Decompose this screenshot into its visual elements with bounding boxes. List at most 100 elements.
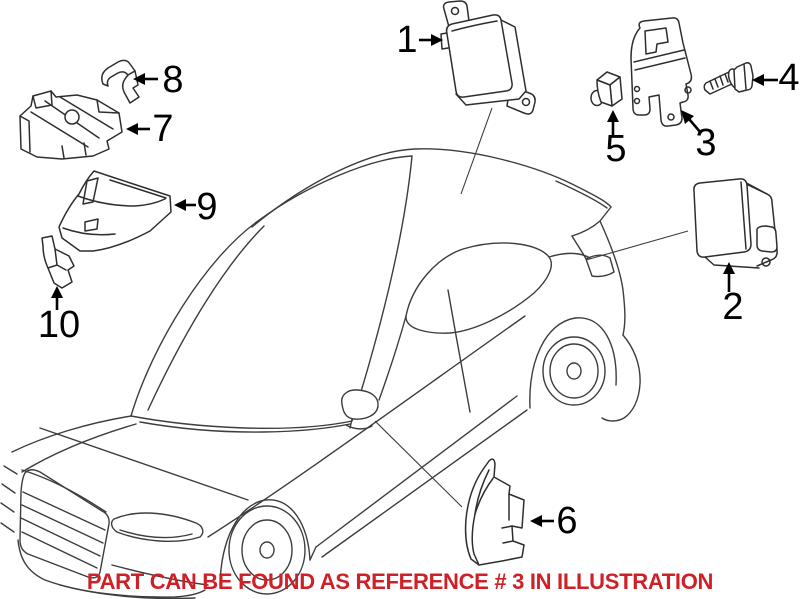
- part-4-threads: [709, 73, 729, 90]
- headlight-inner: [119, 529, 193, 539]
- part-1-drawing: [440, 0, 536, 115]
- part-1-body-face: [445, 14, 513, 98]
- arrow-left-icon: [530, 515, 542, 527]
- leader-line-part2: [585, 230, 689, 261]
- part-3-hole-d: [684, 86, 692, 94]
- part-9-inner-top: [109, 179, 167, 199]
- callout-10: 10: [38, 286, 80, 346]
- part-9-shelf: [77, 195, 166, 207]
- part-4-head-line: [743, 63, 747, 90]
- callout-arrow-shaft-3: [688, 118, 702, 134]
- front-rim: [241, 519, 293, 581]
- part-5-drawing: [590, 71, 623, 107]
- grille-slat: [21, 504, 104, 544]
- part-9-lower-slot: [84, 218, 99, 232]
- part-5-left: [596, 79, 613, 107]
- part-7-boss: [64, 109, 80, 125]
- part-10-drawing: [41, 235, 75, 289]
- leader-lines: [374, 107, 689, 508]
- hood-gap-line: [21, 423, 137, 473]
- arrow-left-icon: [133, 73, 145, 85]
- part-2-hole: [761, 257, 771, 267]
- part-1-hole-bottom: [521, 97, 531, 107]
- part-1-face-lines: [440, 20, 498, 50]
- arrow-up-icon: [607, 110, 619, 122]
- callout-label-10: 10: [38, 304, 80, 346]
- callout-6: 6: [530, 500, 578, 542]
- part-3-outline: [630, 17, 693, 127]
- leader-line-part6: [374, 420, 463, 508]
- arrow-up-icon: [51, 286, 63, 298]
- part-9-fold: [62, 227, 116, 236]
- reference-note: PART CAN BE FOUND AS REFERENCE # 3 IN IL…: [86, 569, 714, 594]
- callout-3: 3: [681, 110, 717, 164]
- callout-7: 7: [126, 108, 174, 150]
- front-wheel-arch: [219, 499, 311, 586]
- grille-slat: [21, 531, 98, 569]
- a-pillar-line: [147, 225, 265, 411]
- part-2-connector: [756, 225, 778, 253]
- front-hub: [259, 541, 275, 559]
- headlight: [110, 512, 204, 542]
- roofline: [251, 148, 612, 228]
- part-6-step-lines: [501, 493, 514, 544]
- sill-line-upper: [315, 395, 518, 548]
- hood-corner-line: [39, 427, 249, 501]
- tail-light: [585, 254, 615, 278]
- leader-line-part1: [460, 107, 493, 195]
- windshield-outline: [130, 155, 413, 430]
- part-3-hole-c: [667, 113, 675, 121]
- part-8-leg: [121, 70, 140, 104]
- beltline-rear: [548, 252, 591, 259]
- callout-1: 1: [396, 19, 443, 61]
- rear-bumper: [601, 334, 641, 422]
- arrow-left-icon: [752, 74, 764, 86]
- part-9-drawing: [58, 170, 172, 252]
- callout-5: 5: [605, 110, 627, 170]
- bumper-intake: [111, 564, 209, 586]
- part-2-face-crease: [740, 181, 747, 250]
- part-2-drawing: [693, 178, 778, 269]
- part-6-drawing: [464, 458, 525, 566]
- part-4-drawing: [703, 62, 754, 95]
- side-window: [405, 242, 552, 334]
- rear-wheel-arch: [529, 317, 617, 409]
- callout-label-9: 9: [196, 186, 217, 228]
- part-7-details: [19, 90, 120, 159]
- front-tire: [228, 505, 306, 595]
- callout-9: 9: [174, 186, 218, 228]
- arch-to-sill: [309, 546, 317, 561]
- far-headlight-lines: [0, 465, 18, 533]
- part-8-drawing: [101, 59, 140, 104]
- part-10-inner: [47, 248, 67, 271]
- vehicle-line-drawing: [0, 148, 641, 599]
- arrow-up-left-icon: [681, 110, 694, 124]
- cowl-line: [139, 421, 351, 433]
- part-2-face: [693, 178, 752, 258]
- hatch-edge: [571, 235, 587, 260]
- side-mirror: [341, 389, 379, 420]
- bumper-lip: [59, 584, 196, 599]
- callout-label-2: 2: [722, 286, 743, 328]
- grille-outline: [19, 469, 110, 579]
- rear-glass-line: [555, 180, 608, 209]
- part-9-outline: [58, 170, 172, 252]
- part-4-head: [733, 62, 754, 93]
- grille-slat: [22, 491, 106, 531]
- door-shut-line: [447, 289, 471, 413]
- grille-slat: [20, 517, 101, 557]
- part-3-drawing: [630, 17, 693, 127]
- sill-line-lower: [321, 409, 528, 558]
- callout-label-6: 6: [556, 500, 577, 542]
- fender-top-line: [11, 415, 132, 453]
- callout-8: 8: [133, 59, 184, 101]
- rear-rim: [549, 343, 599, 399]
- shoulder-crease: [207, 315, 526, 538]
- callout-label-8: 8: [162, 59, 183, 101]
- part-6-fin-inner: [474, 469, 490, 515]
- beltline-front: [378, 315, 407, 401]
- part-3-hole-b: [633, 97, 641, 105]
- callout-2: 2: [722, 262, 744, 328]
